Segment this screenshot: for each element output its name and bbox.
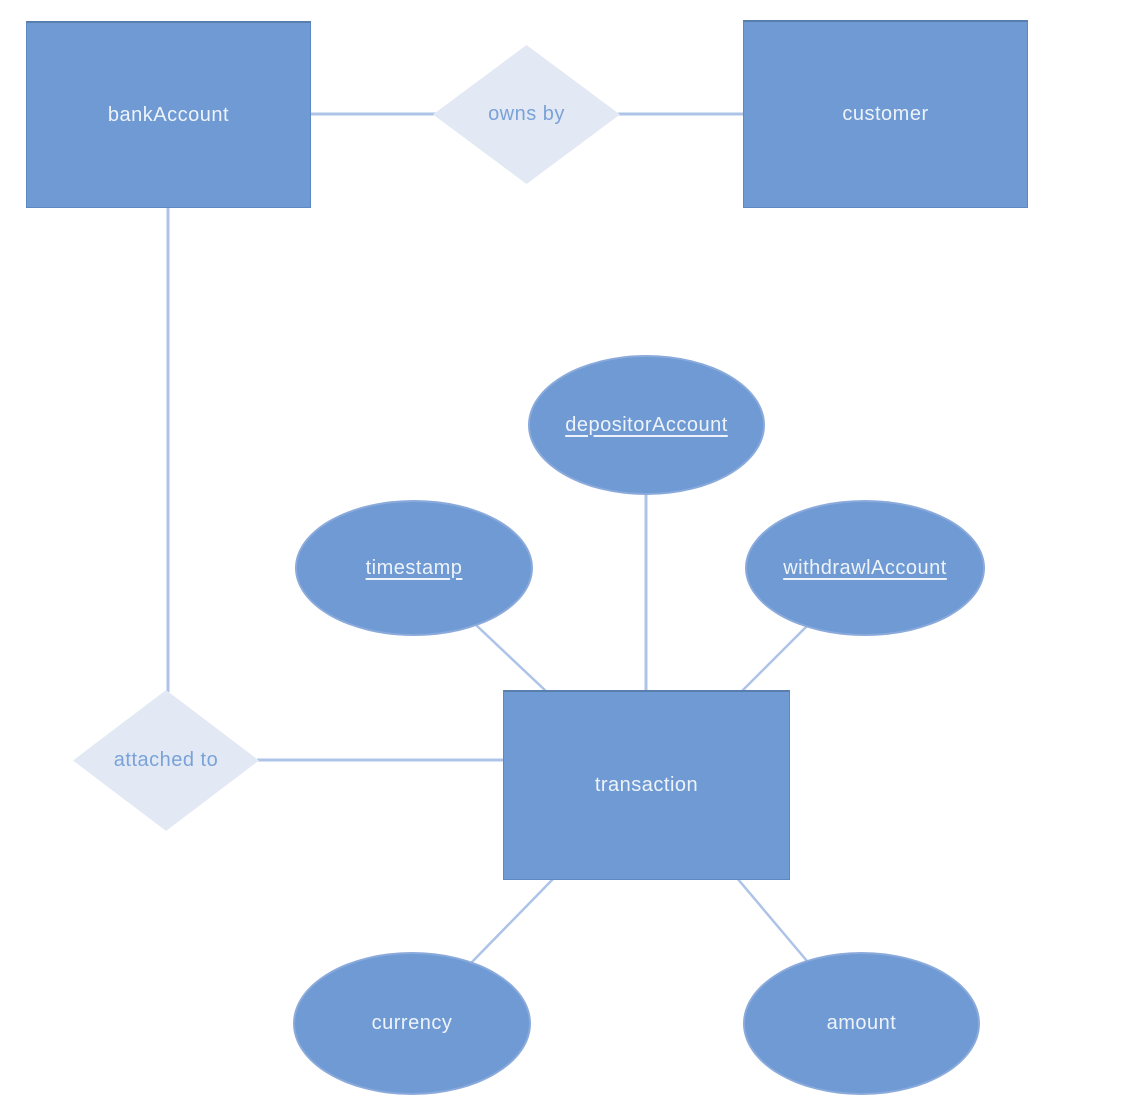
entity-bank-account[interactable]: bankAccount (26, 21, 311, 208)
entity-customer-label: customer (842, 103, 929, 125)
attribute-depositor-account[interactable]: depositorAccount (528, 355, 765, 495)
connector-withdrawlaccount-transaction (739, 625, 808, 694)
connector-transaction-currency (470, 877, 555, 964)
attribute-amount[interactable]: amount (743, 952, 980, 1095)
relationship-owns-by-label: owns by (488, 103, 565, 125)
entity-customer[interactable]: customer (743, 20, 1028, 208)
entity-transaction[interactable]: transaction (503, 690, 790, 880)
connector-timestamp-transaction (475, 624, 549, 694)
attribute-withdrawl-account[interactable]: withdrawlAccount (745, 500, 985, 636)
attribute-currency[interactable]: currency (293, 952, 531, 1095)
entity-bank-account-label: bankAccount (107, 103, 230, 126)
attribute-amount-label: amount (826, 1012, 897, 1034)
attribute-depositor-account-label: depositorAccount (565, 413, 728, 436)
relationship-attached-to-label: attached to (113, 749, 219, 771)
attribute-timestamp-label: timestamp (365, 556, 463, 579)
connector-transaction-amount (736, 877, 808, 962)
attribute-timestamp[interactable]: timestamp (295, 500, 533, 636)
attribute-withdrawl-account-label: withdrawlAccount (783, 556, 947, 579)
attribute-currency-label: currency (371, 1012, 453, 1034)
entity-transaction-label: transaction (594, 774, 699, 796)
